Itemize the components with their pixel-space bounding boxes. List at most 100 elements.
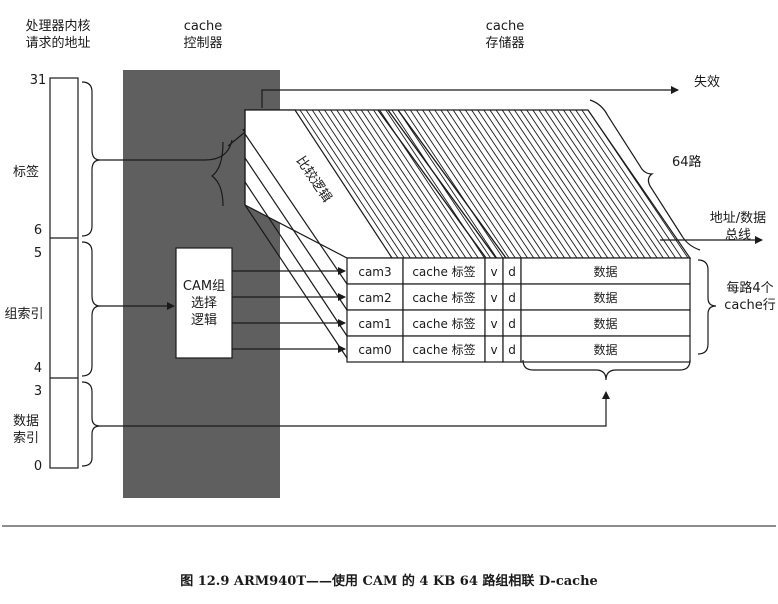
data-index-label-line2: 索引 <box>13 431 39 446</box>
row-cell-data <box>520 335 691 363</box>
row-cell-data <box>520 309 691 337</box>
row-d-text: d <box>508 317 516 331</box>
row-data-text: 数据 <box>593 316 617 331</box>
way-hatch-line <box>575 109 677 259</box>
way-hatch-line <box>354 109 454 259</box>
way-hatch-line <box>330 109 430 259</box>
way-hatch-line <box>550 109 652 259</box>
ways-brace <box>589 99 701 251</box>
row-d-text: d <box>508 291 516 305</box>
way-hatch-line <box>520 109 621 259</box>
data-index-arrow <box>100 391 610 427</box>
way-hatch-line <box>318 109 417 259</box>
data-index-brace <box>81 381 101 467</box>
row-cam-text: cam2 <box>358 291 391 305</box>
field-boundary-line <box>387 109 497 259</box>
way-hatch-line <box>324 109 424 259</box>
row-data-text: 数据 <box>593 342 617 357</box>
controller-header-line2: 控制器 <box>183 36 222 51</box>
way-hatch-line <box>299 109 399 259</box>
row-data-text: 数据 <box>593 290 617 305</box>
set-index-field-label: 组索引 <box>4 307 43 322</box>
row-cell-cam <box>346 309 404 337</box>
bit-6-label: 6 <box>34 223 42 238</box>
way-hatch-line <box>311 109 411 259</box>
way-hatch-line <box>507 109 609 259</box>
way-hatch-line <box>514 109 615 259</box>
bit-3-label: 3 <box>34 384 42 399</box>
way-hatch-line <box>544 109 646 259</box>
bit-31-label: 31 <box>30 73 47 88</box>
way-hatch-line <box>305 109 405 259</box>
row-cell-cam <box>346 283 404 311</box>
field-boundary-line <box>397 109 507 259</box>
data-index-label-line1: 数据 <box>13 414 39 429</box>
way-hatch-line <box>556 109 658 259</box>
way-hatch-line <box>587 109 689 259</box>
cam-select-line1: CAM组 <box>183 279 225 294</box>
way-hatch-line <box>336 109 436 259</box>
miss-arrow <box>261 86 679 108</box>
row-cell-tag <box>402 283 486 311</box>
ways-hatch-lines <box>299 109 689 259</box>
stack-edge-4 <box>244 204 348 359</box>
way-hatch-line <box>563 109 664 259</box>
way-hatch-line <box>342 109 442 259</box>
way-hatch-line <box>397 109 498 259</box>
address-register <box>49 77 79 469</box>
row-cell-data <box>520 283 691 311</box>
core-header-line2: 请求的地址 <box>25 35 90 51</box>
way-hatch-line <box>446 109 547 259</box>
cam-select-line2: 选择 <box>191 296 217 311</box>
bit-4-label: 4 <box>34 361 42 376</box>
cam-select-logic-box <box>175 247 233 359</box>
way-hatch-line <box>483 109 584 259</box>
lines-per-way-brace <box>697 259 717 355</box>
lines-per-way-line2: cache行 <box>724 298 776 313</box>
row-v-text: v <box>490 291 497 305</box>
way-hatch-line <box>501 109 602 259</box>
row-cam-text: cam3 <box>358 265 391 279</box>
way-hatch-line <box>458 109 559 259</box>
row-d-text: d <box>508 265 516 279</box>
row-d-text: d <box>508 343 516 357</box>
way-hatch-line <box>409 109 510 259</box>
way-hatch-line <box>434 109 535 259</box>
way-hatch-line <box>452 109 553 259</box>
memory-header-line1: cache <box>486 19 525 34</box>
way-hatch-line <box>526 109 627 259</box>
row-cam-text: cam1 <box>358 317 391 331</box>
way-hatch-line <box>569 109 670 259</box>
way-hatch-line <box>373 109 473 259</box>
way-hatch-line <box>348 109 448 259</box>
row-v-text: v <box>490 343 497 357</box>
stack-edge-3 <box>244 181 348 337</box>
memory-header-line2: 存储器 <box>485 36 524 51</box>
way-hatch-line <box>477 109 578 259</box>
way-hatch-line <box>489 109 590 259</box>
row-cell-cam <box>346 335 404 363</box>
way-hatch-line <box>581 109 683 259</box>
data-column-brace <box>522 359 691 381</box>
way-hatch-line <box>367 109 467 259</box>
way-hatch-line <box>495 109 596 259</box>
figure-caption: 图 12.9 ARM940T——使用 CAM 的 4 KB 64 路组相联 D-… <box>180 573 598 589</box>
row-cell-data <box>520 257 691 285</box>
row-cam-text: cam0 <box>358 343 391 357</box>
way-hatch-line <box>428 109 528 259</box>
set-index-brace <box>81 241 101 377</box>
row-tag-text: cache 标签 <box>412 264 475 279</box>
tag-field-label: 标签 <box>13 164 39 180</box>
tag-compare-brace <box>210 141 224 207</box>
row-tag-text: cache 标签 <box>412 342 475 357</box>
bit-5-label: 5 <box>34 246 42 261</box>
row-tag-text: cache 标签 <box>412 316 475 331</box>
way-hatch-line <box>416 109 516 259</box>
stack-edge-1 <box>244 133 348 285</box>
way-hatch-line <box>532 109 633 259</box>
way-hatch-line <box>403 109 504 259</box>
tag-brace <box>81 81 101 237</box>
miss-label: 失效 <box>694 75 720 90</box>
